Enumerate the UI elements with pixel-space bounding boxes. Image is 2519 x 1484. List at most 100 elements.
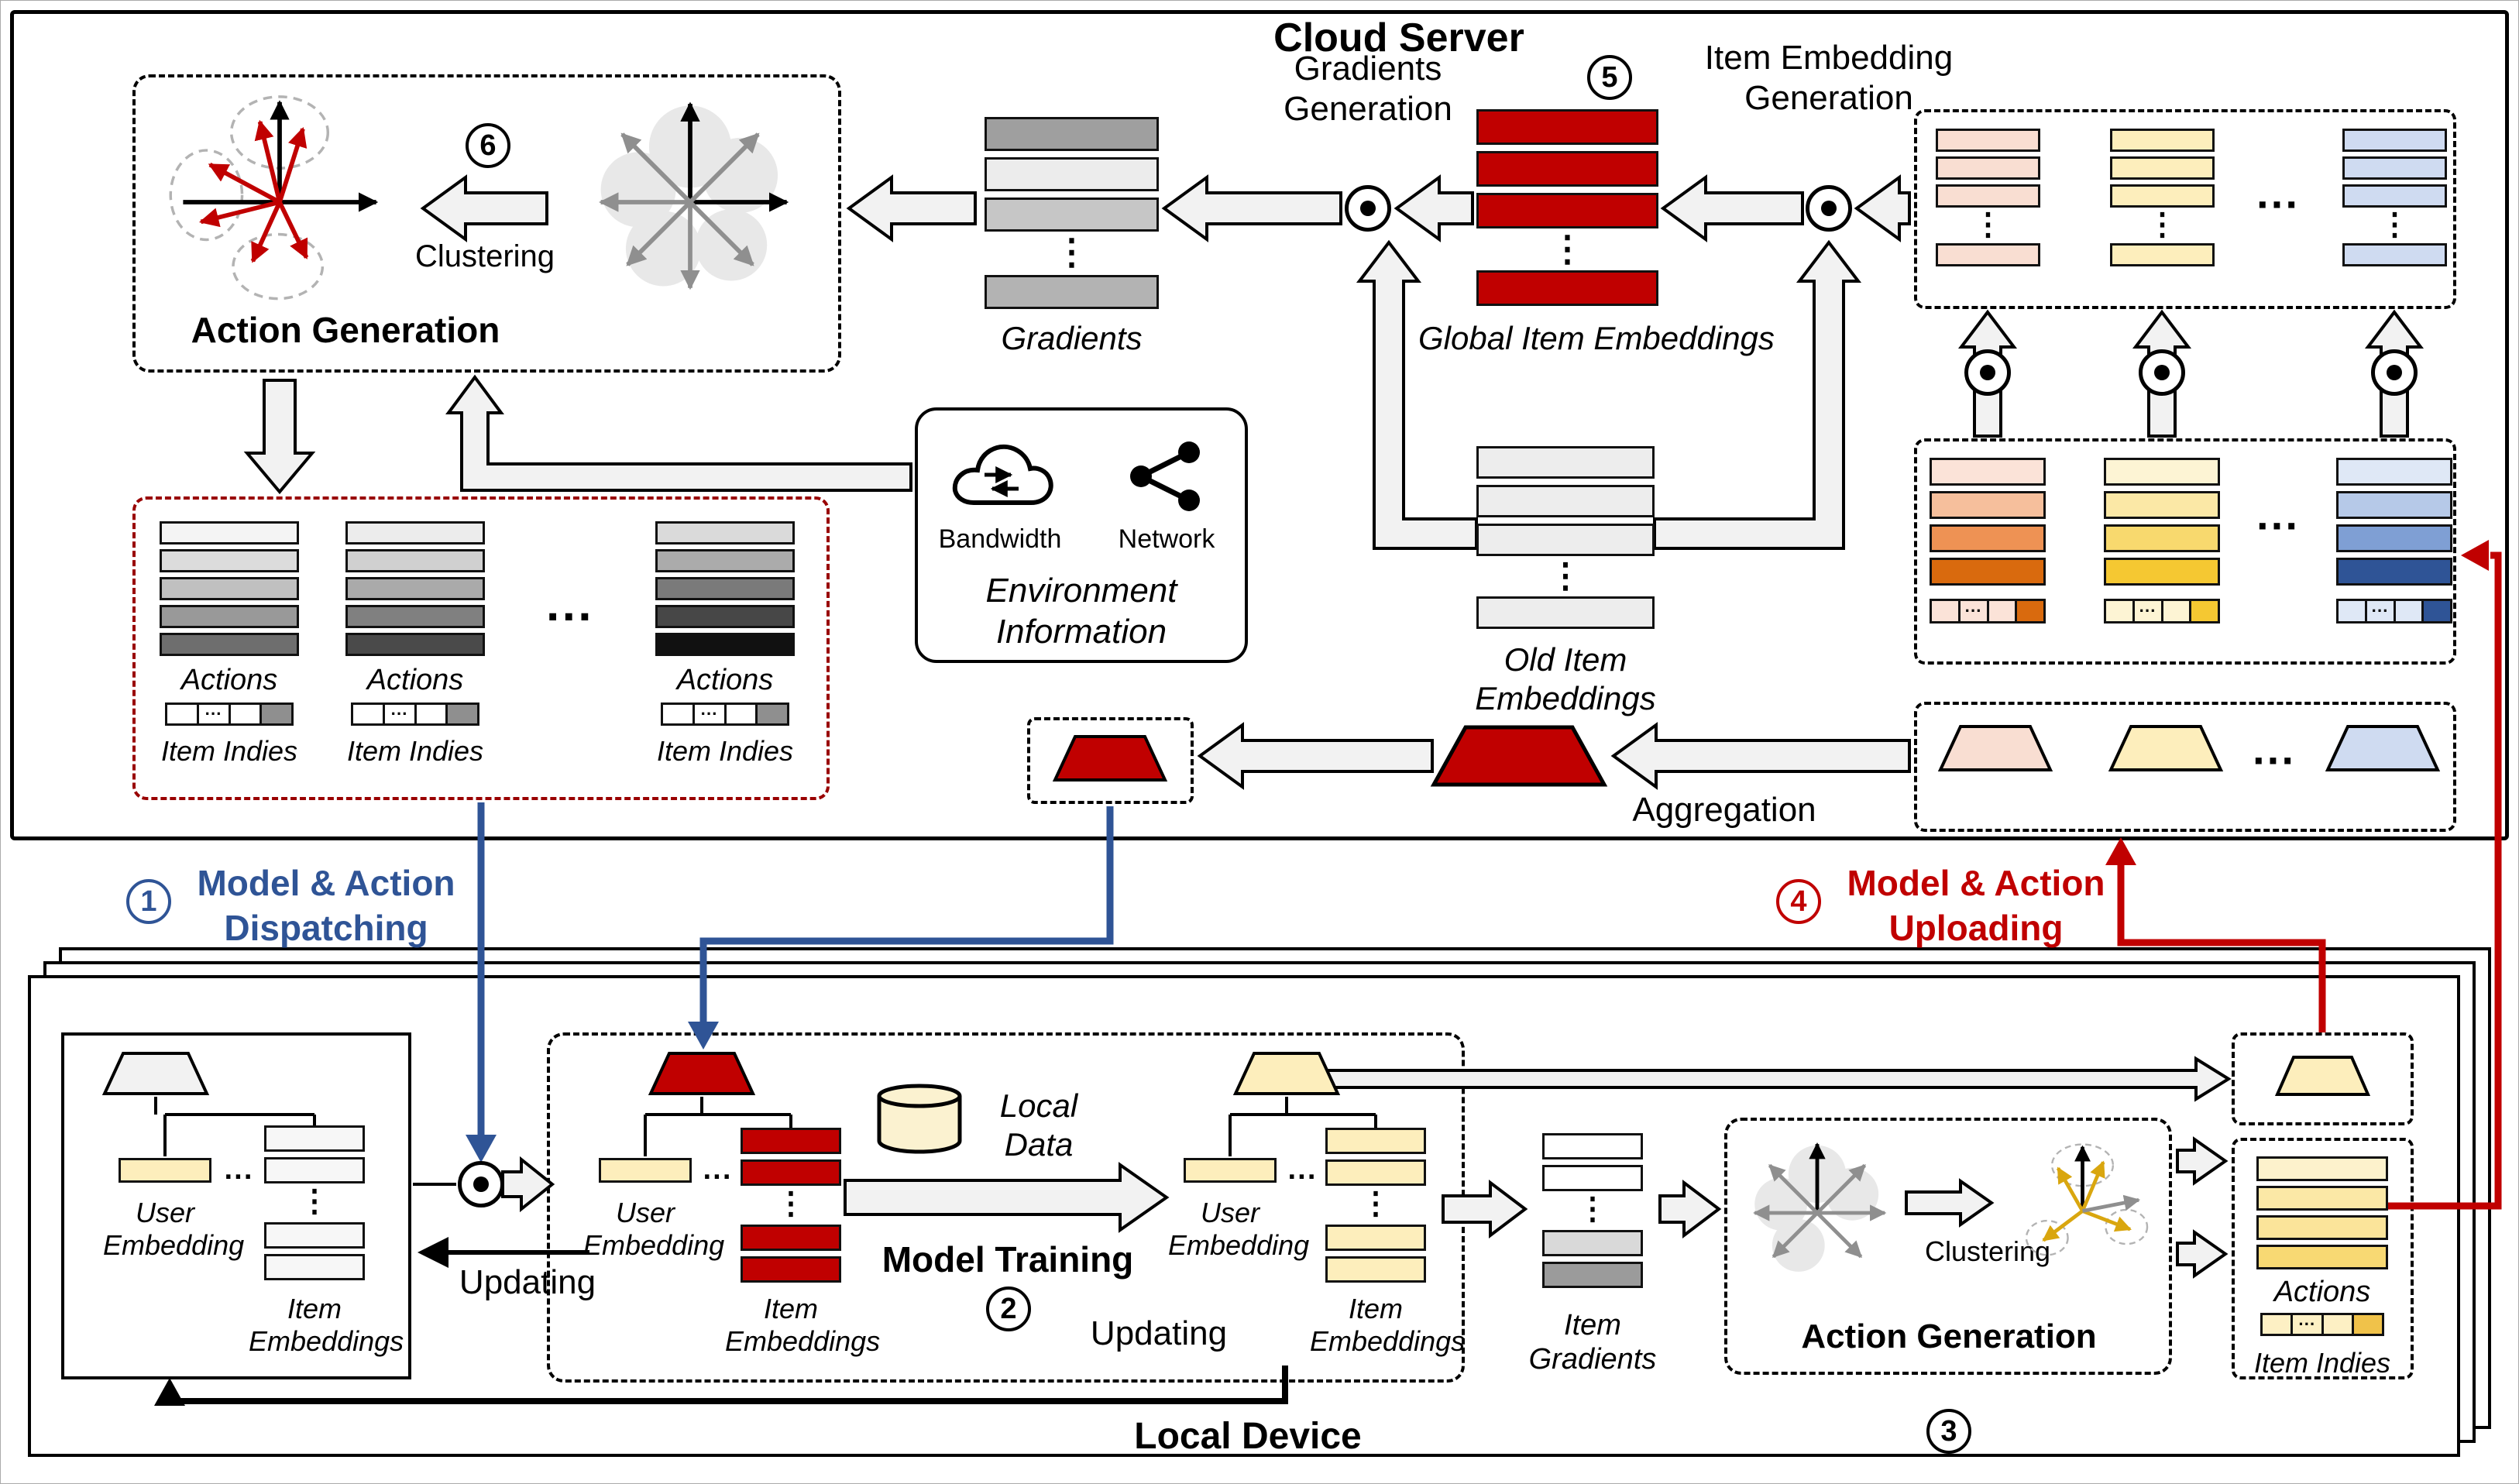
- training-model-trapezoid: [648, 1052, 756, 1095]
- uploaded-models-ellipsis: ···: [2253, 736, 2296, 785]
- aggregated-model-trapezoid: [1430, 725, 1608, 787]
- old-item-embeddings-stack: ⋮: [1476, 446, 1655, 629]
- device-item-indies-label: Item Indies: [2253, 1347, 2391, 1379]
- step-6-badge: 6: [466, 123, 510, 168]
- device-item-indies-bar: ···: [2260, 1313, 2384, 1336]
- device-upload-actions-box: [2232, 1138, 2414, 1379]
- updating-left-label: Updating: [459, 1263, 596, 1301]
- step-4-badge: 4: [1776, 879, 1821, 924]
- clustered-actions-star-icon: [169, 95, 379, 301]
- item-indies-bar-3: ···: [661, 702, 789, 726]
- actions-label-1: Actions: [180, 664, 278, 696]
- new-embeddings-ellipsis: ···: [2256, 180, 2300, 228]
- uploaded-model-trapezoid-2: [2108, 725, 2224, 771]
- raw-actions-star-icon: [599, 101, 789, 290]
- global-item-embeddings-label: Global Item Embeddings: [1418, 320, 1775, 356]
- device-clustered-star-icon: [2025, 1143, 2149, 1256]
- dispatch-actions-stack-2: [345, 521, 485, 656]
- uploaded-indices-1: ···: [1930, 599, 2046, 623]
- upload-label-line2: Uploading: [1888, 908, 2064, 948]
- generation-op-icon: [1806, 185, 1852, 232]
- training-model-ellipsis: ···: [703, 1161, 733, 1194]
- network-share-icon: [1130, 441, 1200, 511]
- device-clustering-label: Clustering: [1924, 1235, 2051, 1267]
- item-indies-label-3: Item Indies: [656, 735, 794, 767]
- cloud-title: Cloud Server: [1273, 15, 1524, 60]
- model-training-title: Model Training: [881, 1239, 1134, 1280]
- cloud-new-embeddings-box: [1914, 109, 2456, 309]
- step-3-badge: 3: [1926, 1409, 1971, 1454]
- uploaded-indices-2: ···: [2104, 599, 2220, 623]
- upload-model-trapezoid: [2274, 1056, 2371, 1096]
- embedding-op-icon-1: [1964, 349, 2011, 396]
- network-label: Network: [1118, 524, 1215, 554]
- cloud-clustering-label: Clustering: [414, 239, 555, 273]
- step-5-badge: 5: [1587, 55, 1632, 100]
- embedding-op-icon-2: [2139, 349, 2185, 396]
- trained-model-trapezoid: [1232, 1052, 1341, 1095]
- new-embedding-stack-2: ⋮: [2110, 129, 2215, 266]
- dispatch-label-line1: Model & Action: [197, 863, 455, 903]
- item-indies-bar-1: ···: [165, 702, 294, 726]
- device-action-generation-title: Action Generation: [1801, 1317, 2097, 1355]
- trained-item-embeddings-stack: ⋮: [1325, 1128, 1426, 1283]
- device-actions-label: Actions: [2273, 1276, 2371, 1308]
- dispatch-actions-stack-3: [655, 521, 795, 656]
- cloud-action-generation-title: Action Generation: [191, 310, 500, 350]
- uploaded-model-trapezoid-1: [1937, 725, 2053, 771]
- aggregated-model-box: [1027, 717, 1194, 804]
- dispatch-actions-stack-1: [160, 521, 299, 656]
- new-embedding-stack-1: ⋮: [1936, 129, 2040, 266]
- bandwidth-label: Bandwidth: [938, 524, 1062, 554]
- gradients-label: Gradients: [1001, 320, 1143, 356]
- current-model-ellipsis: ···: [224, 1161, 254, 1194]
- cloud-uploaded-embeddings-box: [1914, 438, 2456, 665]
- device-raw-star-icon: [1753, 1142, 1887, 1272]
- item-indies-label-1: Item Indies: [160, 735, 298, 767]
- actions-label-3: Actions: [676, 664, 774, 696]
- upload-label-line1: Model & Action: [1847, 863, 2105, 903]
- bandwidth-cloud-icon: [952, 444, 1053, 505]
- local-device-title: Local Device: [1134, 1416, 1362, 1457]
- local-data-cylinder-icon: [877, 1084, 962, 1154]
- item-indies-label-2: Item Indies: [346, 735, 484, 767]
- device-op-icon: [458, 1161, 504, 1207]
- actions-label-2: Actions: [366, 664, 464, 696]
- current-user-embedding-bar: [119, 1158, 211, 1183]
- cloud-action-generation-box: [132, 74, 841, 373]
- uploaded-model-trapezoid-3: [2325, 725, 2441, 771]
- current-model-trapezoid: [101, 1052, 210, 1095]
- item-indies-bar-2: ···: [351, 702, 479, 726]
- gradients-stack: ⋮: [985, 117, 1159, 309]
- updating-right-label: Updating: [1090, 1314, 1228, 1352]
- uploaded-embedding-stack-3: [2336, 458, 2452, 586]
- step-1-badge: 1: [126, 879, 171, 924]
- trained-model-ellipsis: ···: [1287, 1161, 1318, 1194]
- uploaded-embedding-stack-1: [1930, 458, 2046, 586]
- training-user-embedding-bar: [599, 1158, 692, 1183]
- dispatched-model-trapezoid: [1052, 735, 1168, 782]
- item-gradients-stack: ⋮: [1542, 1133, 1643, 1288]
- new-embedding-stack-3: ⋮: [2342, 129, 2447, 266]
- uploaded-embeddings-ellipsis: ···: [2256, 501, 2300, 550]
- embedding-op-icon-3: [2371, 349, 2418, 396]
- gradients-op-icon: [1345, 185, 1391, 232]
- cloud-actions-dispatch-box: [132, 496, 830, 800]
- step-2-badge: 2: [986, 1286, 1031, 1331]
- current-item-embeddings-stack: ⋮: [264, 1125, 365, 1280]
- uploaded-embedding-stack-2: [2104, 458, 2220, 586]
- dispatch-label-line2: Dispatching: [224, 908, 428, 948]
